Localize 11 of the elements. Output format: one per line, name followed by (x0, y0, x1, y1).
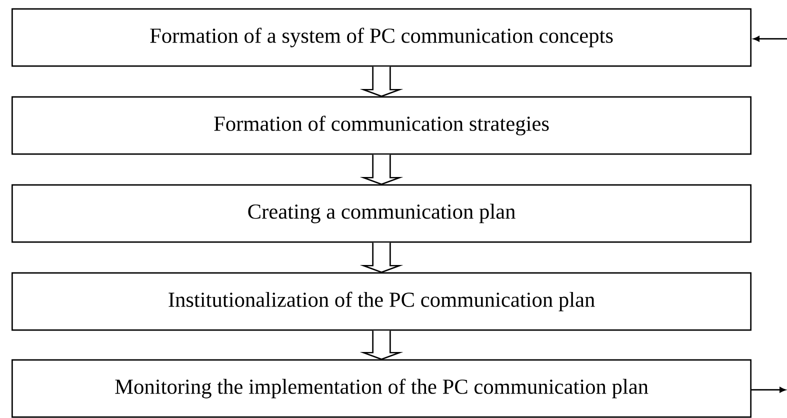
arrow (360, 154, 404, 186)
arrow (360, 242, 404, 274)
process-box: Formation of communication strategies (12, 96, 752, 155)
process-box: Formation of a system of PC communication concepts (12, 8, 752, 67)
process-box: Creating a communication plan (12, 184, 752, 243)
process-box: Monitoring the implementation of the PC communication plan (12, 359, 752, 418)
arrow (753, 36, 787, 42)
arrow (752, 387, 786, 393)
arrow (360, 66, 404, 98)
process-box: Institutionalization of the PC communication plan (12, 272, 752, 331)
arrow (360, 330, 404, 360)
